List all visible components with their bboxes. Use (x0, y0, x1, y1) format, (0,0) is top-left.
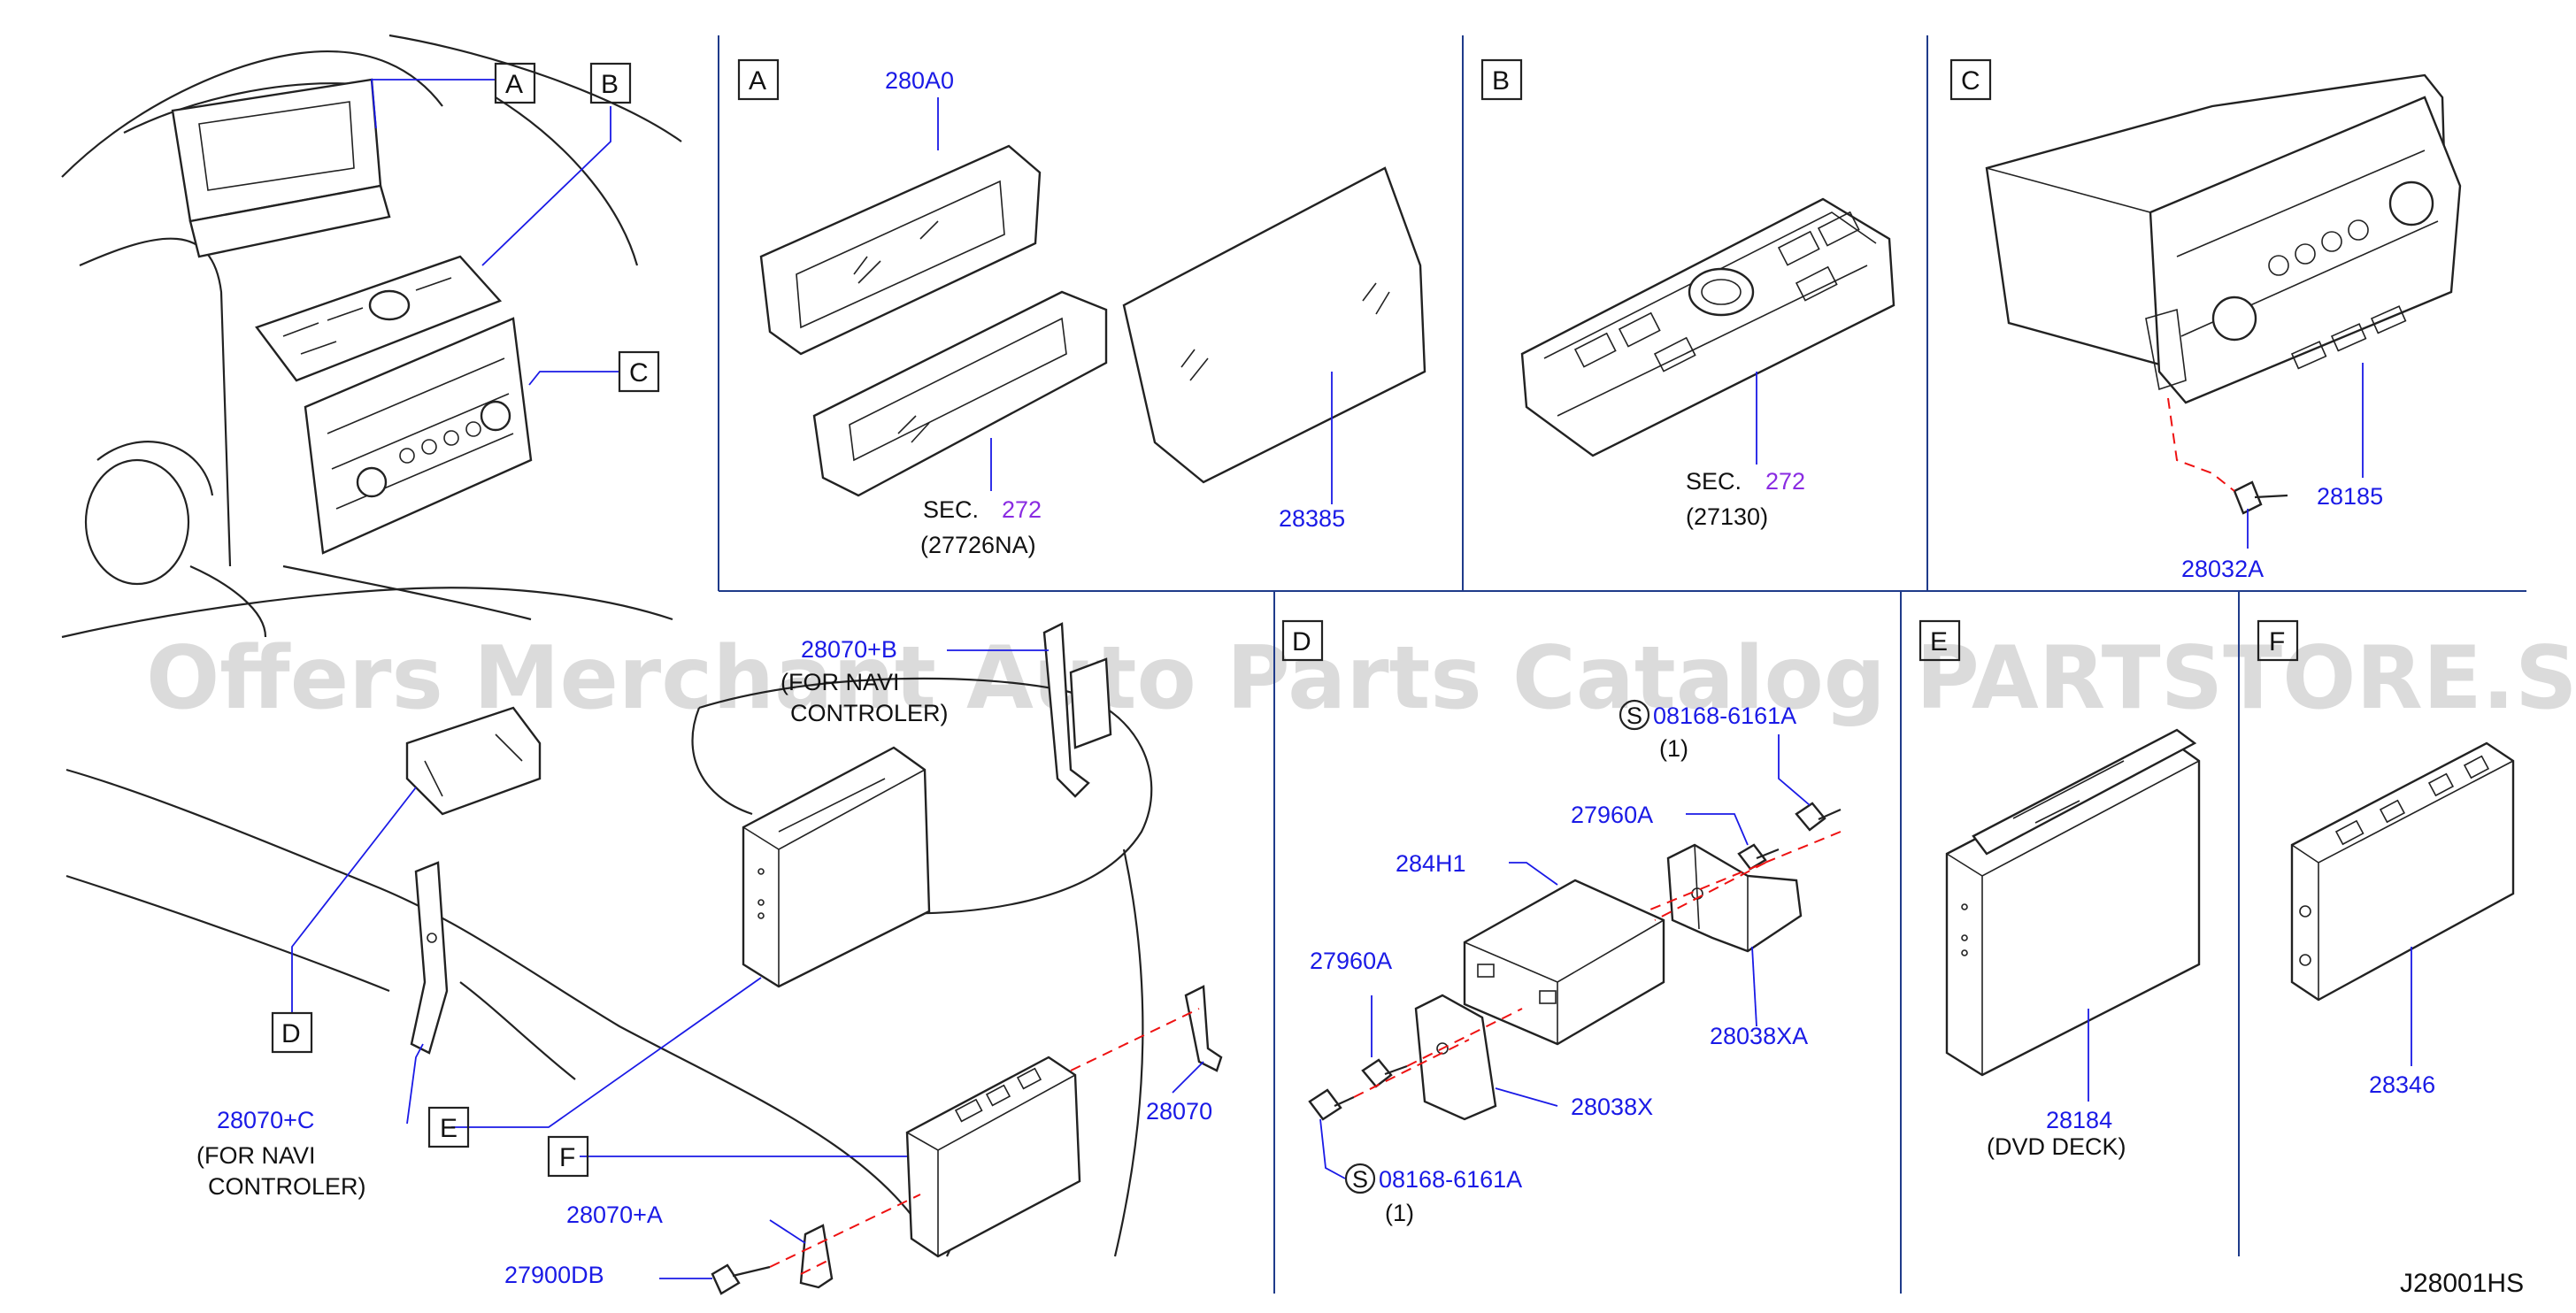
label-28070-a: 28070+A (566, 1202, 663, 1228)
panel-dividers (718, 35, 2526, 1294)
label-sec-a-number: 272 (1002, 496, 1042, 523)
label-28070-c: 28070+C (217, 1107, 314, 1133)
panel-c: C 28185 28032A (1949, 58, 2462, 582)
panel-f: F 28346 (2257, 619, 2515, 1098)
panel-b-callout: B (1492, 66, 1510, 96)
label-28032a: 28032A (2181, 556, 2264, 582)
watermark-text: Offers Merchant Auto Parts Catalog PARTS… (146, 628, 2576, 729)
label-28070-b: 28070+B (801, 636, 897, 663)
label-qty-bottom: (1) (1385, 1200, 1414, 1226)
label-for-navi-b1: (FOR NAVI (780, 669, 900, 695)
label-27900db: 27900DB (504, 1262, 604, 1288)
label-dvd-deck: (DVD DECK) (1987, 1133, 2126, 1160)
panel-e-callout: E (1930, 627, 1948, 656)
label-28038xa: 28038XA (1710, 1023, 1808, 1049)
label-sec-a: SEC. (923, 496, 979, 523)
label-280a0: 280A0 (885, 67, 954, 94)
label-sec-b-number: 272 (1765, 468, 1805, 495)
panel-b: B SEC. 272 (27130) (1480, 58, 1895, 530)
panel-d: D S S (1281, 619, 1842, 1226)
label-qty-top: (1) (1659, 735, 1688, 762)
panel-f-callout: F (2269, 627, 2285, 656)
label-27130: (27130) (1686, 503, 1768, 530)
label-08168-6161a-top: 08168-6161A (1653, 703, 1796, 729)
callout-d: D (281, 1019, 301, 1048)
panel-d-callout: D (1292, 627, 1311, 656)
label-s-mark-1: S (1626, 703, 1642, 729)
label-28346: 28346 (2369, 1071, 2435, 1098)
label-28070: 28070 (1146, 1098, 1212, 1125)
callout-f: F (559, 1143, 575, 1172)
panel-e: E 28184 (DVD DECK) (1919, 619, 2201, 1160)
dashboard-overview: A B C D E F 28070+B (FOR NAVI CONTROLER)… (61, 34, 1223, 1295)
label-28385: 28385 (1279, 505, 1345, 532)
callout-c: C (629, 358, 649, 388)
label-27726na: (27726NA) (920, 532, 1036, 558)
label-08168-6161a-bottom: 08168-6161A (1379, 1166, 1522, 1193)
callout-a: A (505, 70, 523, 99)
callout-e: E (440, 1114, 458, 1143)
label-284h1: 284H1 (1396, 850, 1466, 877)
callout-b: B (601, 70, 619, 99)
label-28185: 28185 (2317, 483, 2383, 510)
label-for-navi-b2: CONTROLER) (790, 700, 949, 726)
label-27960a-bottom: 27960A (1310, 948, 1392, 974)
diagram-code: J28001HS (2400, 1269, 2524, 1298)
panel-a-callout: A (749, 66, 766, 96)
panel-c-callout: C (1961, 66, 1980, 96)
label-28184: 28184 (2046, 1107, 2112, 1133)
label-sec-b: SEC. (1686, 468, 1742, 495)
label-s-mark-2: S (1352, 1166, 1368, 1193)
label-28038x: 28038X (1571, 1094, 1653, 1120)
label-for-navi-c1: (FOR NAVI (196, 1142, 316, 1169)
panel-a: A 280A0 SEC. 272 (27726NA) 28385 (737, 58, 1426, 558)
label-27960a-top: 27960A (1571, 802, 1653, 828)
label-for-navi-c2: CONTROLER) (208, 1173, 366, 1200)
